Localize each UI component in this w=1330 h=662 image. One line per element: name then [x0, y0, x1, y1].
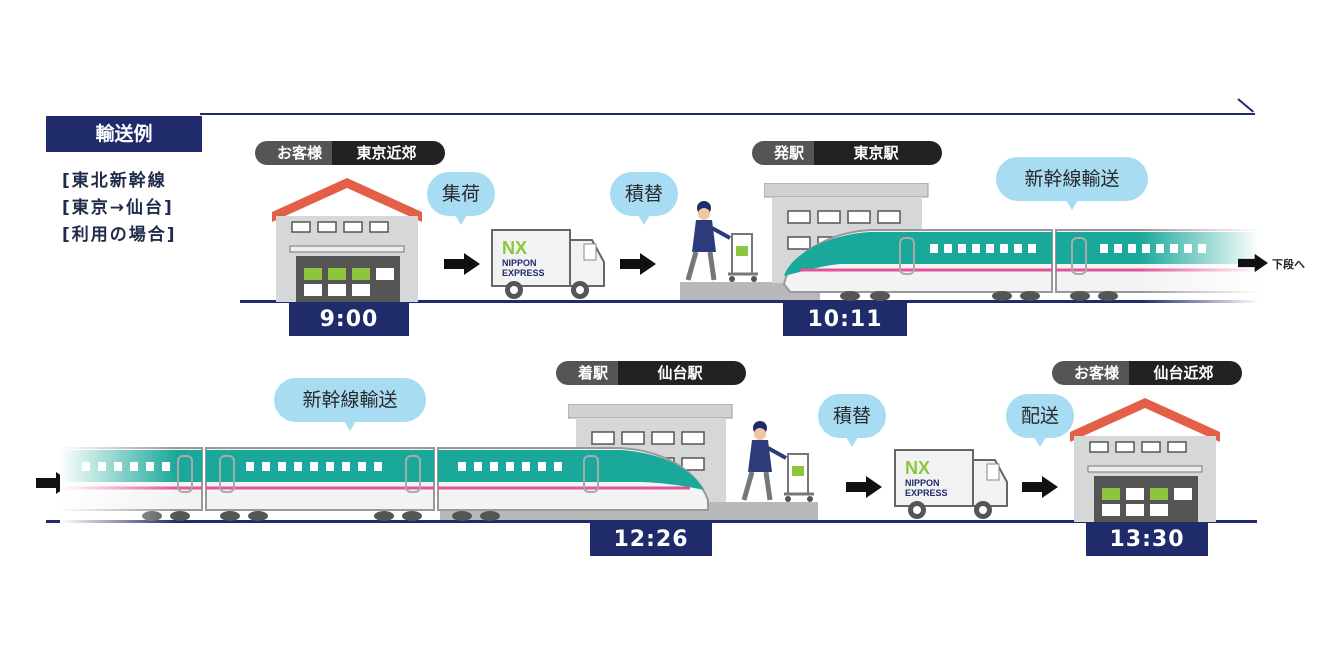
shinkansen-train [60, 444, 710, 524]
row1-station-pill: 発駅 東京駅 [752, 141, 942, 165]
row1-bubble-pickup: 集荷 [427, 172, 495, 225]
truck-logo-line1: NIPPON [502, 258, 537, 268]
row2-bubble-transfer: 積替 [818, 394, 886, 447]
worker-icon [741, 421, 814, 502]
example-description: [東北新幹線 [東京→仙台] [利用の場合] [62, 168, 192, 249]
row1-bubble-shinkansen-text: 新幹線輸送 [1024, 168, 1120, 190]
row1-bubble-pickup-text: 集荷 [441, 183, 480, 205]
warehouse-icon [1070, 398, 1220, 522]
row1-bubble-transfer-text: 積替 [624, 183, 663, 205]
truck-logo-line2: EXPRESS [502, 268, 545, 278]
row1-ground-line [240, 300, 1257, 303]
example-line-2: [東京→仙台] [62, 198, 174, 218]
row2-bubble-delivery: 配送 [1006, 394, 1074, 447]
row2-customer-pill-location: 仙台近郊 [1129, 361, 1242, 385]
arrow-right-icon [1022, 476, 1058, 498]
arrow-right-icon [444, 253, 480, 275]
row2-station-pill-name: 仙台駅 [618, 361, 746, 385]
truck-logo-line2: EXPRESS [905, 488, 948, 498]
row1-bubble-transfer: 積替 [610, 172, 678, 225]
row1-time-pickup: 9:00 [289, 303, 409, 336]
truck-logo-line1: NIPPON [905, 478, 940, 488]
continue-note: 下段へ [1272, 258, 1305, 271]
row2-bubble-shinkansen-text: 新幹線輸送 [302, 389, 398, 411]
header-rule-tick [1237, 98, 1254, 113]
row2-customer-pill-label: お客様 [1052, 361, 1130, 385]
truck-icon: NX NIPPON EXPRESS [491, 229, 605, 299]
example-title: 輸送例 [46, 116, 202, 152]
truck-logo-mark: NX [905, 458, 930, 478]
truck-icon: NX NIPPON EXPRESS [894, 449, 1008, 519]
truck-logo-mark: NX [502, 238, 527, 258]
shinkansen-train [780, 224, 1260, 304]
arrow-right-icon [1238, 253, 1268, 273]
row2-time-arrival: 12:26 [590, 523, 712, 556]
row1-customer-pill: お客様 東京近郊 [255, 141, 445, 165]
row1-customer-pill-label: お客様 [255, 141, 333, 165]
arrow-right-icon [620, 253, 656, 275]
row2-station-pill-label: 着駅 [556, 361, 619, 385]
row2-bubble-delivery-text: 配送 [1020, 405, 1059, 427]
row2-time-delivery: 13:30 [1086, 523, 1208, 556]
example-line-1: [東北新幹線 [62, 171, 167, 191]
row2-bubble-transfer-text: 積替 [832, 405, 871, 427]
row2-customer-pill: お客様 仙台近郊 [1052, 361, 1242, 385]
row2-station-pill: 着駅 仙台駅 [556, 361, 746, 385]
arrow-right-icon [846, 476, 882, 498]
example-line-3: [利用の場合] [62, 225, 177, 245]
warehouse-icon [272, 178, 422, 302]
row1-station-pill-label: 発駅 [752, 141, 815, 165]
row1-station-pill-name: 東京駅 [814, 141, 942, 165]
row1-bubble-shinkansen: 新幹線輸送 [996, 157, 1148, 210]
row1-customer-pill-location: 東京近郊 [332, 141, 445, 165]
row2-bubble-shinkansen: 新幹線輸送 [274, 378, 426, 431]
header-rule [200, 113, 1255, 115]
row1-time-departure: 10:11 [783, 303, 907, 336]
worker-icon [685, 201, 758, 282]
